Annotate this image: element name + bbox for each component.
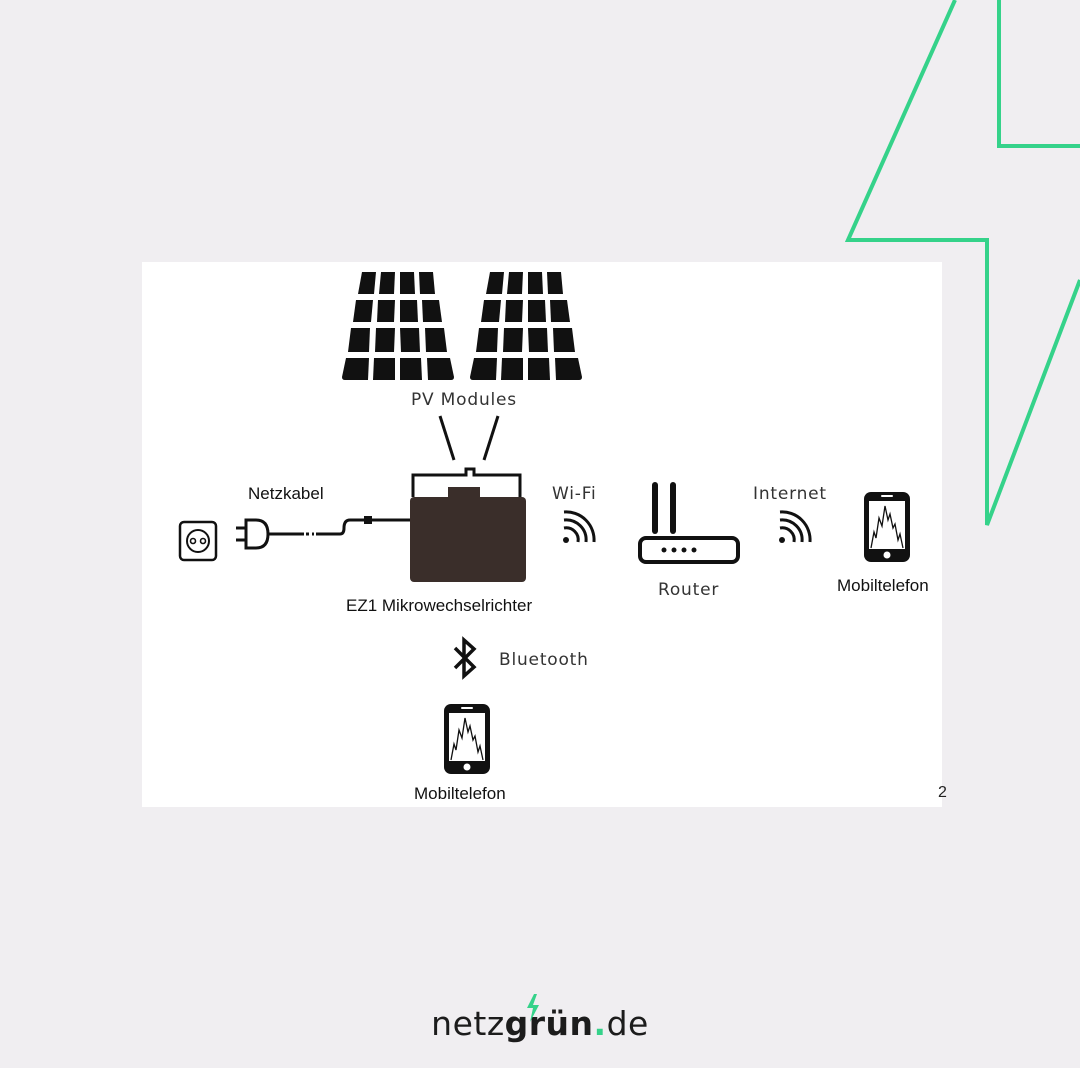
inverter-label: EZ1 Mikrowechselrichter <box>346 596 533 615</box>
logo-dot: . <box>593 1004 607 1043</box>
internet-label: Internet <box>753 484 827 504</box>
wall-socket-icon <box>178 520 218 562</box>
power-plug-cable-icon <box>236 516 410 550</box>
bluetooth-label: Bluetooth <box>499 650 589 670</box>
smartphone-icon <box>444 704 490 774</box>
phone-bottom-label: Mobiltelefon <box>414 784 506 803</box>
logo-prefix: netz <box>431 1004 505 1043</box>
netzkabel-label: Netzkabel <box>248 484 324 503</box>
logo-suffix: de <box>606 1004 649 1043</box>
pv-cable-lines <box>438 415 500 461</box>
router-label: Router <box>658 580 720 600</box>
solar-panel-icon <box>470 272 582 380</box>
solar-panel-icon <box>342 272 454 380</box>
phone-right-label: Mobiltelefon <box>837 576 929 595</box>
wifi-signal-icon <box>779 510 812 543</box>
micro-inverter-icon <box>410 467 526 582</box>
smartphone-icon <box>864 492 910 562</box>
router-icon <box>638 482 740 564</box>
page-marker: 2 <box>938 784 947 801</box>
lightning-icon <box>526 994 539 1022</box>
pv-modules-label: PV Modules <box>411 390 517 410</box>
wifi-signal-icon <box>563 510 596 543</box>
wifi-label: Wi-Fi <box>552 484 597 504</box>
logo-bold: grün <box>504 994 594 1043</box>
bluetooth-icon <box>453 636 477 680</box>
brand-logo: netzgrün.de <box>0 994 1080 1043</box>
system-diagram: PV Modules EZ1 Mikrowechselrichter Netzk… <box>142 262 947 807</box>
logo-bold-text: grün <box>504 1004 594 1043</box>
